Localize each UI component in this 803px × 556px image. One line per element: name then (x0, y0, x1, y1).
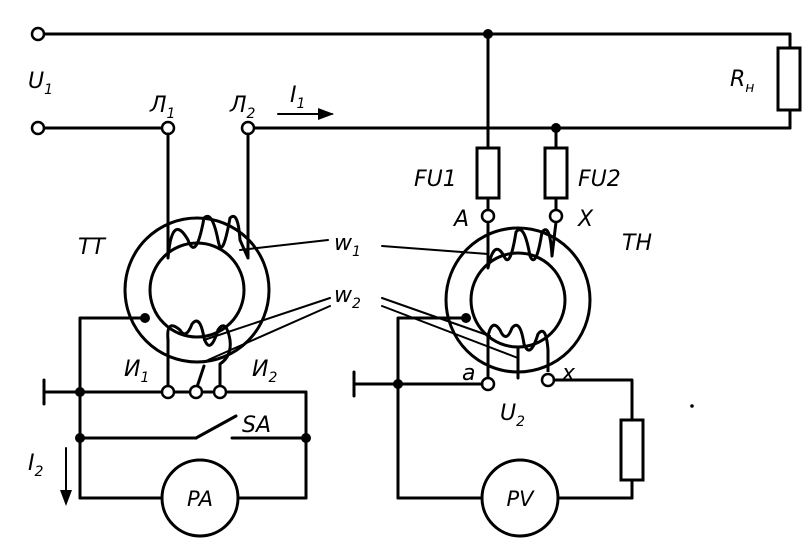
label-th: TH (622, 231, 652, 256)
current-arrow-i2-head (60, 490, 72, 506)
terminal-l2 (240, 120, 256, 136)
label-pv: PV (506, 487, 535, 511)
label-i2: I2 (28, 451, 44, 480)
tt-winding-w2 (166, 319, 232, 366)
label-w1: w1 (334, 231, 361, 260)
label-u1: U1 (28, 69, 53, 98)
label-i-term2: И2 (252, 357, 277, 386)
ammeter-pa (160, 458, 240, 538)
label-l1: Л1 (149, 93, 175, 122)
current-arrow-i1 (277, 108, 334, 120)
current-transformer (78, 132, 271, 394)
terminal-a-lower (480, 376, 496, 392)
voltage-transformer (396, 29, 592, 392)
label-u2: U2 (500, 401, 525, 430)
label-a-upper: A (452, 207, 469, 232)
switch-sa-blade (194, 414, 238, 440)
fuse-fu1 (475, 146, 501, 200)
label-tt: TT (78, 235, 106, 260)
label-i1: I1 (290, 83, 305, 112)
junction-switch-left (75, 433, 85, 443)
load-resistor (776, 46, 802, 112)
ammeter-circuit (42, 378, 311, 538)
label-w2: w2 (334, 283, 361, 312)
terminal-u1-bottom (30, 120, 46, 136)
label-a-lower: a (462, 361, 475, 386)
terminal-l1 (160, 120, 176, 136)
voltmeter-pv (480, 458, 560, 538)
label-x-lower: x (561, 361, 576, 386)
terminal-mid (188, 384, 204, 400)
junction-switch-right (301, 433, 311, 443)
label-l2: Л2 (229, 93, 256, 122)
label-sa: SA (242, 413, 271, 438)
label-rh: Rн (730, 67, 754, 96)
th-winding-w1 (486, 221, 558, 270)
terminal-x-lower (540, 372, 556, 388)
tt-core-ground-wire (78, 316, 147, 394)
fuse-secondary (619, 418, 645, 482)
junction-ct-ground (75, 387, 85, 397)
supply-lines (30, 26, 792, 136)
terminal-a-upper (480, 208, 496, 224)
th-core-ground-wire (396, 316, 468, 386)
fuse-fu2 (543, 146, 569, 200)
terminal-i2 (212, 384, 228, 400)
tt-core-outer (123, 216, 271, 364)
label-i-term1: И1 (124, 357, 149, 386)
voltmeter-circuit (352, 370, 645, 538)
stray-dot (690, 404, 694, 408)
tt-winding-w1 (166, 214, 250, 259)
label-x-upper: X (577, 207, 594, 232)
th-core-inner (469, 251, 567, 349)
label-pa: PA (187, 487, 213, 511)
tt-core-inner (148, 241, 246, 339)
label-fu1: FU1 (414, 167, 457, 192)
terminal-x-upper (548, 208, 564, 224)
terminal-i1 (160, 384, 176, 400)
winding-pointers (203, 239, 519, 361)
th-winding-w2 (486, 323, 550, 372)
terminal-u1-top (30, 26, 46, 42)
label-fu2: FU2 (578, 167, 621, 192)
